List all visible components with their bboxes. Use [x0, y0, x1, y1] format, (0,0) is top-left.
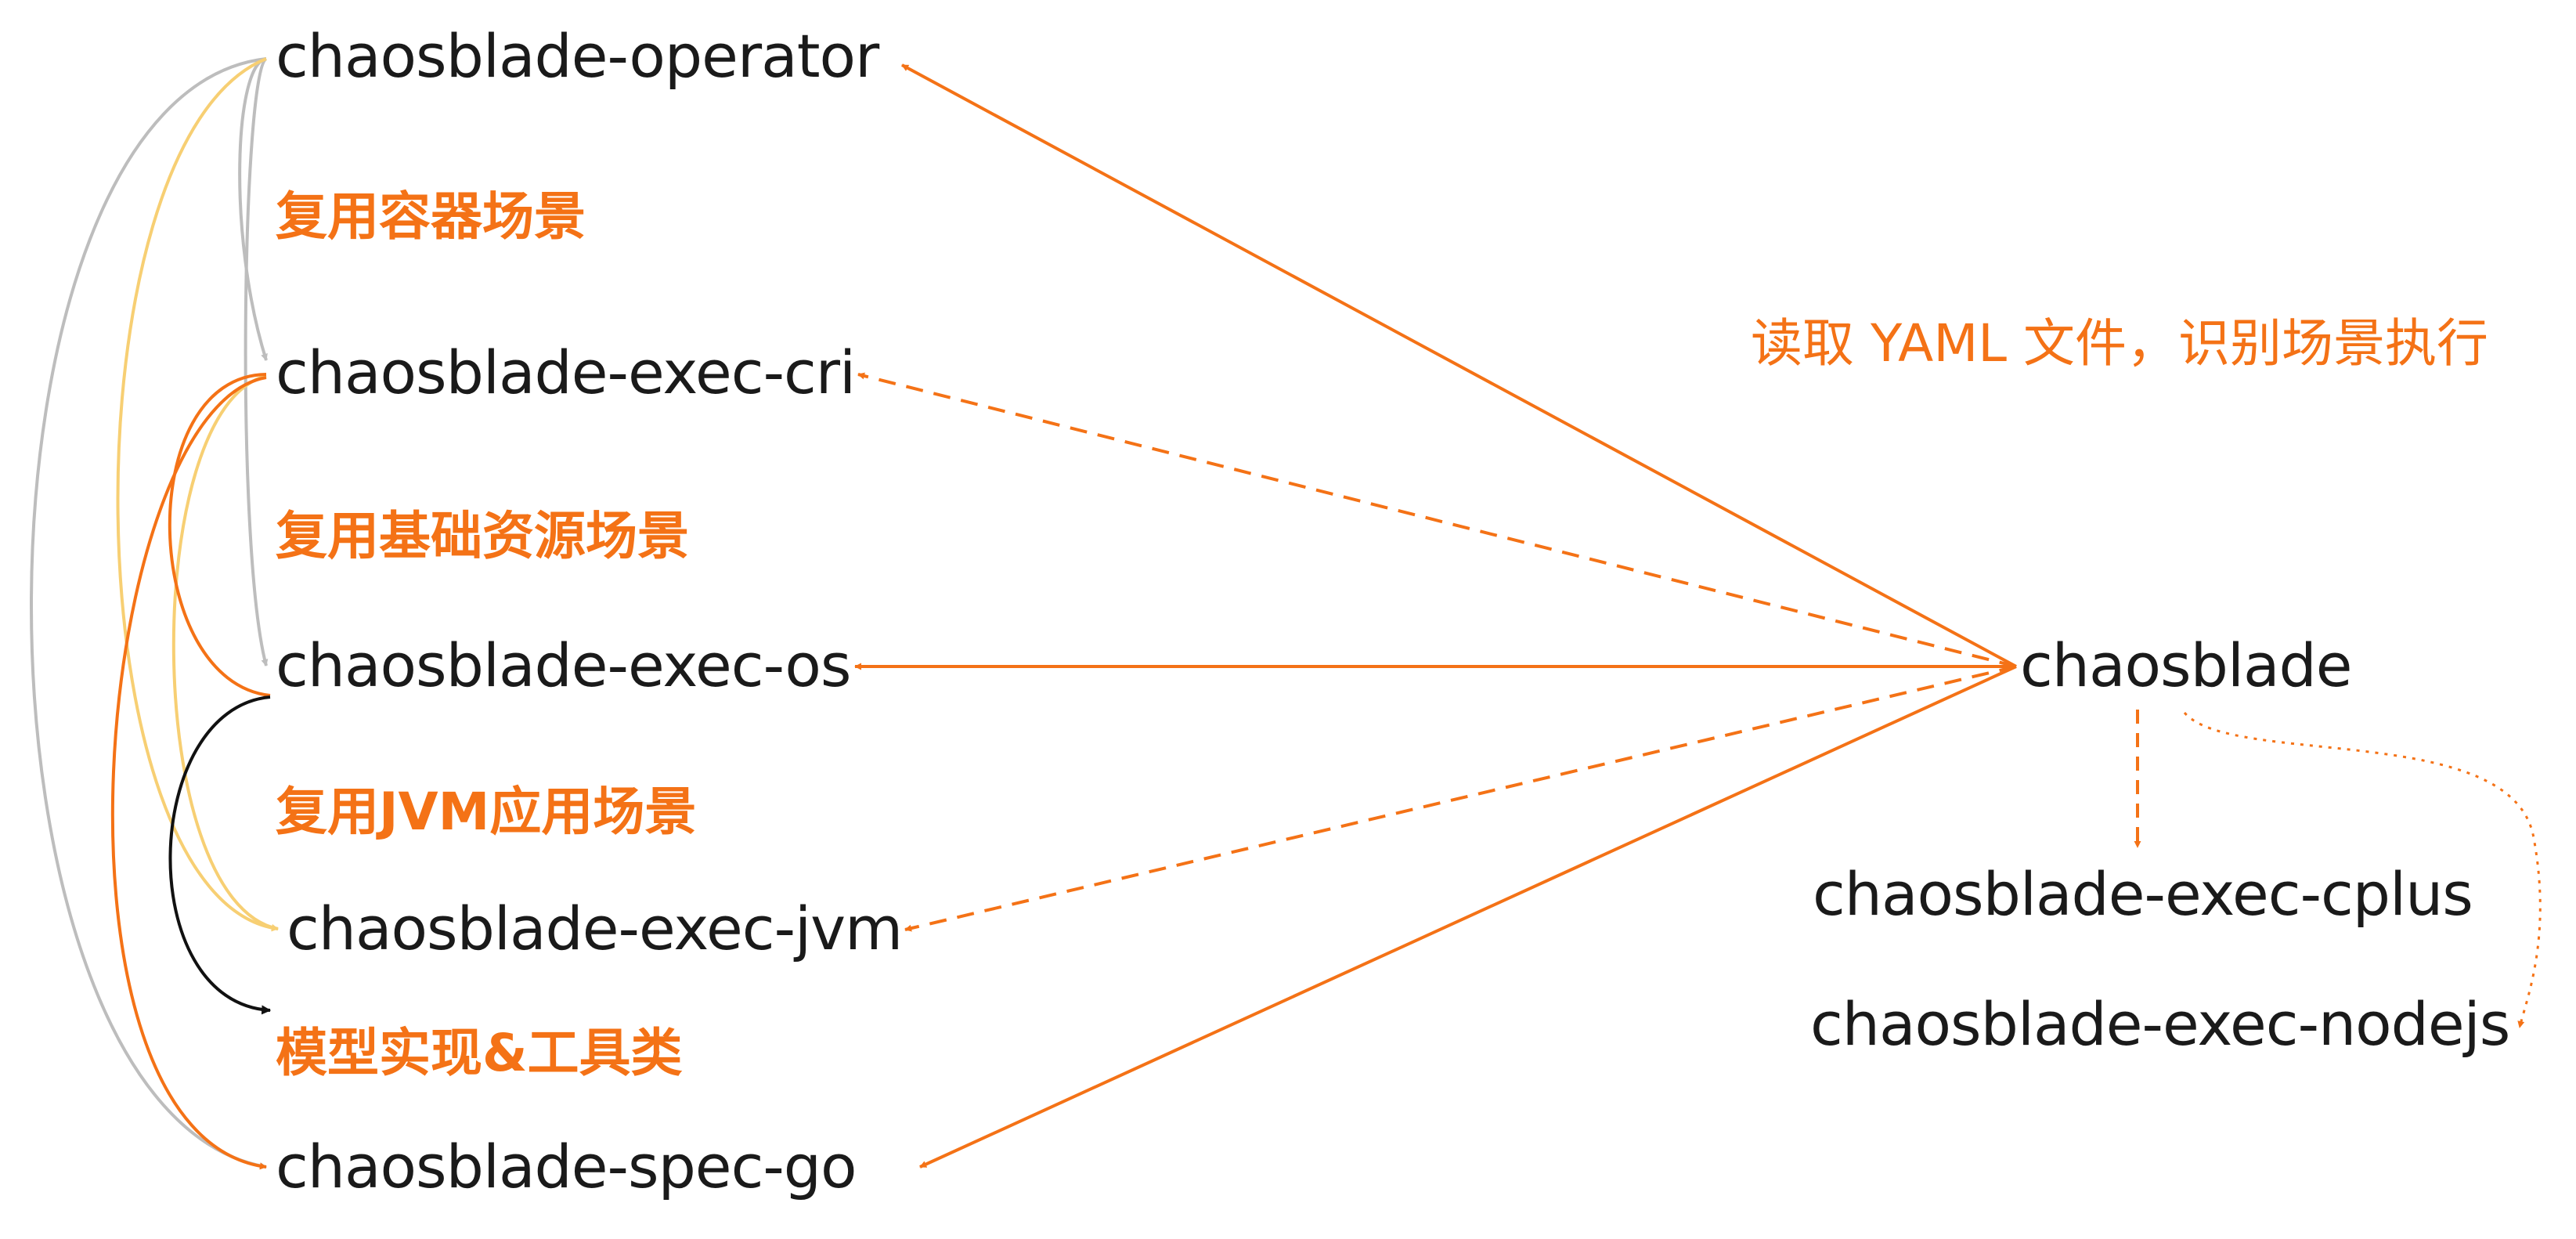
arrow-chaosblade-to-operator — [901, 63, 2017, 668]
node-chaosblade-exec-jvm: chaosblade-exec-jvm — [287, 894, 903, 963]
node-chaosblade-operator: chaosblade-operator — [276, 21, 879, 91]
curve-cri-to-jvm-yellow — [171, 374, 279, 931]
node-chaosblade-exec-nodejs: chaosblade-exec-nodejs — [1810, 989, 2510, 1059]
curve-operator-to-specgo-gray — [30, 57, 267, 1170]
arrow-chaosblade-to-specgo — [919, 665, 2017, 1169]
label-reuse-basic-resource: 复用基础资源场景 — [276, 506, 689, 566]
curve-operator-to-os-gray — [244, 57, 269, 666]
label-reuse-container: 复用容器场景 — [276, 186, 586, 247]
node-chaosblade-spec-go: chaosblade-spec-go — [276, 1132, 857, 1201]
curve-operator-to-cri-gray — [238, 57, 268, 361]
curve-operator-to-jvm-yellow — [116, 57, 279, 932]
curve-os-to-model-black — [168, 695, 272, 1015]
arrow-chaosblade-to-jvm — [904, 665, 2017, 932]
label-model-tools: 模型实现&工具类 — [276, 1023, 683, 1083]
node-chaosblade-exec-cri: chaosblade-exec-cri — [276, 338, 856, 407]
node-chaosblade-exec-cplus: chaosblade-exec-cplus — [1813, 859, 2473, 929]
label-read-yaml: 读取 YAML 文件，识别场景执行 — [1751, 313, 2489, 374]
arrow-chaosblade-to-cri — [857, 372, 2017, 668]
node-chaosblade: chaosblade — [2020, 630, 2353, 700]
node-chaosblade-exec-os: chaosblade-exec-os — [276, 630, 852, 700]
label-reuse-jvm-app: 复用JVM应用场景 — [276, 782, 697, 842]
curve-cri-to-specgo-orange — [110, 376, 267, 1170]
curve-cri-to-os-orange — [168, 373, 271, 697]
